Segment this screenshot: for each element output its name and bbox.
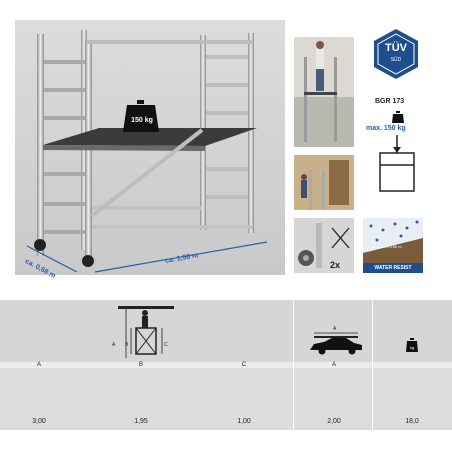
- header-car-a: A: [331, 362, 336, 368]
- value-b: 1,95: [134, 418, 148, 425]
- photo-painter: [294, 37, 354, 147]
- car-icon: [308, 330, 364, 356]
- water-resist-panel: ca. 1,41 x 0,50 m WATER RESIST: [363, 218, 423, 273]
- water-dim-label: ca. 1,41 x 0,50 m: [371, 244, 402, 249]
- diagram-label-b: B: [125, 342, 129, 348]
- weight-icon: [392, 110, 404, 123]
- scaffold-diagram-icon: [372, 135, 422, 195]
- product-image: 150 kg ca. 0,68 m ca. 1,56 m: [15, 20, 285, 280]
- tuv-sud-label: SÜD: [390, 57, 402, 63]
- value-weight: 18,0: [405, 418, 419, 425]
- car-label-a: A: [333, 326, 337, 332]
- value-car-a: 2,00: [327, 418, 341, 425]
- spec-header-row: [0, 362, 452, 368]
- spec-icon-row: [0, 300, 452, 362]
- tuv-label: TÜV: [385, 42, 407, 54]
- max-load-label: max. 150 kg: [366, 125, 406, 132]
- value-c: 1,00: [237, 418, 251, 425]
- diagram-label-a: A: [112, 342, 116, 348]
- tuv-badge: TÜV SÜD: [370, 28, 422, 80]
- scaffold-illustration: [15, 20, 285, 275]
- column-divider: [293, 300, 294, 430]
- column-divider: [372, 300, 373, 430]
- load-label: 150 kg: [131, 117, 153, 124]
- spec-table: A B C A kg A B C A 3,00 1,95 1,00 2,00 1…: [0, 300, 452, 430]
- weight-icon: [406, 338, 418, 352]
- diagram-label-c: C: [164, 342, 168, 348]
- weight-icon-text: kg: [409, 345, 415, 350]
- photo-workers: [294, 155, 354, 210]
- multiplier-label: 2x: [330, 260, 341, 270]
- bgr-label: BGR 173: [375, 98, 405, 105]
- photo-folding: 2x: [294, 218, 354, 273]
- header-c: C: [241, 362, 247, 368]
- header-b: B: [138, 362, 143, 368]
- height-diagram-icon: [118, 306, 174, 358]
- value-a: 3,00: [32, 418, 46, 425]
- spec-value-row: [0, 368, 452, 430]
- header-a: A: [36, 362, 41, 368]
- water-resist-label: WATER RESIST: [374, 265, 412, 271]
